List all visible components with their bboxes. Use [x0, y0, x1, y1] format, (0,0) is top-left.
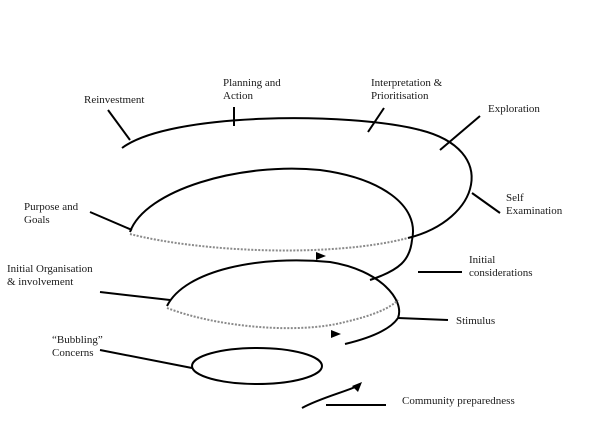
label-purpose-goals: Purpose and Goals — [24, 201, 79, 226]
back-arc-lower — [166, 299, 399, 330]
label-planning-action: Planning and Action — [223, 77, 281, 102]
label-initial-organisation: Initial Organisation & involvement — [7, 263, 93, 288]
label-stimulus: Stimulus — [456, 315, 496, 327]
top-coil-back — [121, 117, 421, 149]
second-coil-right — [369, 239, 413, 281]
arrow-tail-icon — [352, 382, 362, 392]
leader-purpose — [89, 211, 133, 231]
leader-interpretation — [367, 107, 385, 133]
leader-bubbling — [99, 349, 193, 369]
third-coil-right — [344, 317, 399, 345]
label-bubbling-concerns: “Bubbling” Concerns — [52, 334, 103, 359]
leader-stimulus — [397, 317, 449, 321]
third-coil-left — [166, 259, 401, 319]
top-coil-front — [407, 129, 473, 239]
arrow-upper-icon — [316, 252, 326, 260]
label-self-examination: Self Examination — [506, 192, 563, 217]
second-coil-left — [129, 167, 415, 241]
leader-exploration — [439, 115, 481, 151]
bottom-coil — [191, 347, 323, 385]
label-community-preparedness: Community preparedness — [402, 395, 515, 407]
label-reinvestment: Reinvestment — [84, 94, 145, 106]
label-exploration: Exploration — [488, 103, 540, 115]
label-interpretation: Interpretation & Prioritisation — [371, 77, 443, 102]
leader-reinvestment — [107, 109, 131, 141]
arrow-lower-icon — [331, 330, 341, 338]
back-arc-upper — [129, 233, 409, 252]
label-initial-considerations: Initial considerations — [469, 254, 533, 279]
leader-self-exam — [471, 192, 501, 214]
leader-initial-org — [99, 291, 171, 301]
